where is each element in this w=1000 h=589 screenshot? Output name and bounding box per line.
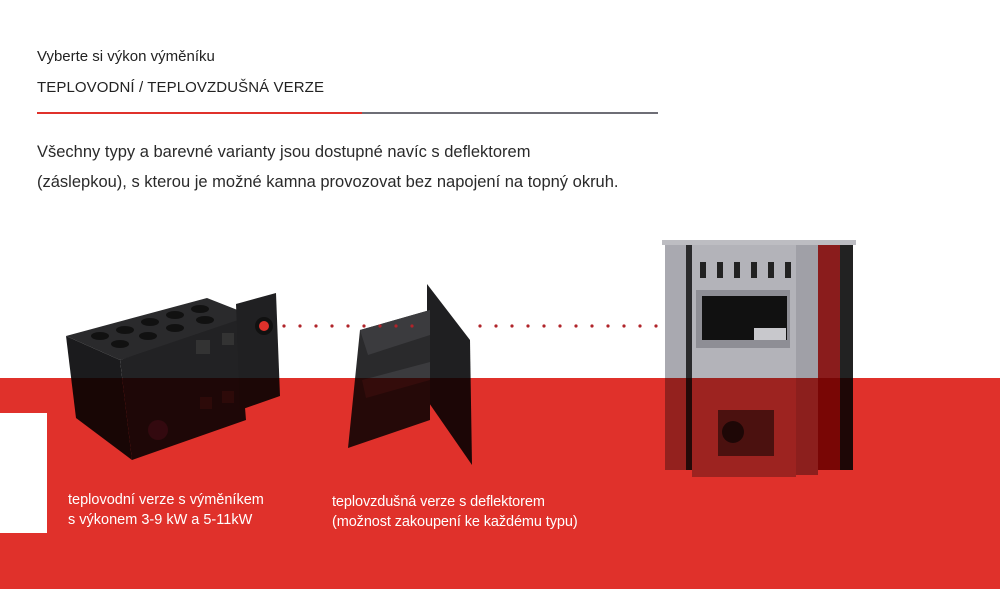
caption-water-version: teplovodní verze s výměníkem s výkonem 3… — [68, 490, 264, 530]
title-divider — [362, 112, 658, 114]
caption-water-line-1: teplovodní verze s výměníkem — [68, 492, 264, 508]
page-title: TEPLOVODNÍ / TEPLOVZDUŠNÁ VERZE — [37, 79, 325, 96]
caption-air-line-2: (možnost zakoupení ke každému typu) — [332, 514, 578, 530]
description-line-1: Všechny typy a barevné varianty jsou dos… — [37, 143, 531, 161]
caption-water-line-2: s výkonem 3-9 kW a 5-11kW — [68, 512, 253, 528]
description-line-2: (záslepkou), s kterou je možné kamna pro… — [37, 173, 619, 191]
title-divider-accent — [37, 112, 362, 114]
subtitle: Vyberte si výkon výměníku — [37, 48, 215, 65]
dotted-connector — [282, 324, 690, 328]
caption-air-line-1: teplovzdušná verze s deflektorem — [332, 494, 545, 510]
white-side-tab — [0, 413, 47, 533]
description: Všechny typy a barevné varianty jsou dos… — [37, 137, 619, 197]
caption-air-version: teplovzdušná verze s deflektorem (možnos… — [332, 492, 578, 532]
red-background-band — [0, 378, 1000, 589]
